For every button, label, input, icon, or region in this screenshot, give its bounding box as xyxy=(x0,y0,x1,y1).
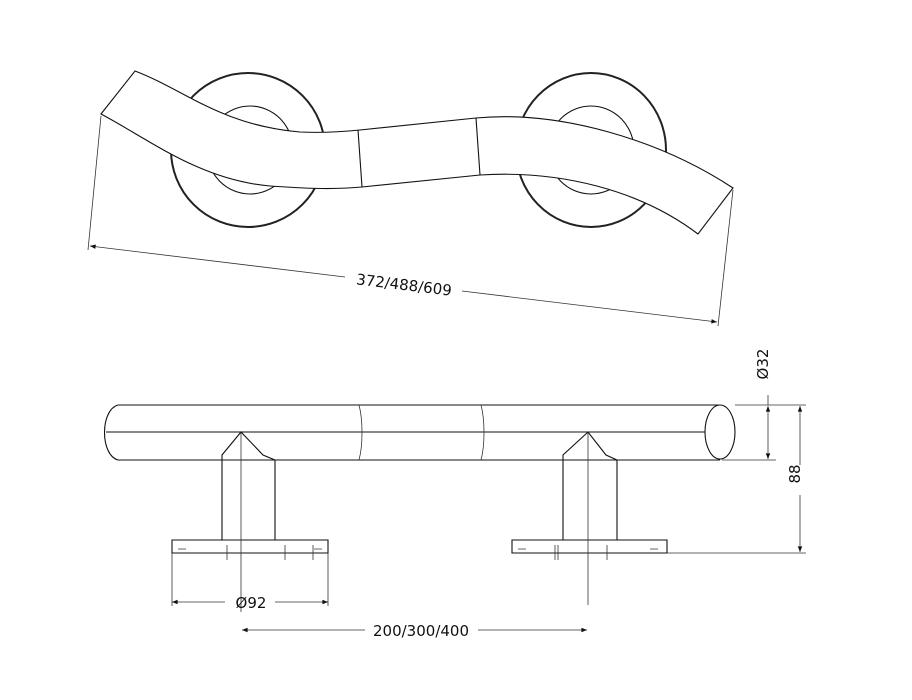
tube-diameter-label: Ø32 xyxy=(754,349,772,380)
extension-line xyxy=(717,189,734,327)
fixing-centres-label: 200/300/400 xyxy=(373,622,469,640)
length-dimension-label: 372/488/609 xyxy=(355,270,452,299)
bar-tube xyxy=(103,404,736,461)
right-post xyxy=(511,431,668,560)
rosette-diameter-label: Ø92 xyxy=(236,594,267,612)
top-view: 372/488/609 xyxy=(87,70,734,327)
left-post xyxy=(171,431,329,560)
extension-line xyxy=(87,115,102,251)
wave-bar-outline xyxy=(100,70,734,235)
bar-seam xyxy=(357,129,363,188)
side-view: Ø92 200/300/400 Ø32 88 xyxy=(103,349,806,640)
height-dimension-label: 88 xyxy=(786,464,804,483)
right-base-plate xyxy=(511,539,668,554)
dimension-line xyxy=(89,244,346,278)
dimension-line xyxy=(461,290,718,324)
left-base-plate xyxy=(171,539,329,554)
bar-seam xyxy=(475,117,481,176)
